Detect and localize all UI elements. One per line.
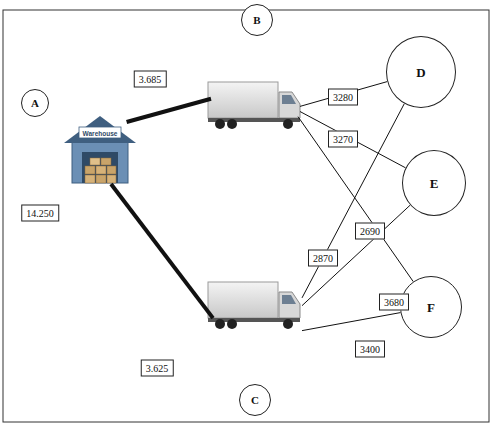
frame xyxy=(3,10,489,422)
node-letter: A xyxy=(31,98,39,109)
truck-icon xyxy=(208,82,300,129)
distance-label: 2870 xyxy=(308,250,338,267)
destination-circle: E xyxy=(402,150,466,216)
route-line xyxy=(298,117,413,282)
node-circle: B xyxy=(241,4,273,36)
delivery-route xyxy=(302,313,401,331)
node-letter: D xyxy=(416,66,425,79)
node-circle: A xyxy=(21,89,49,117)
distance-label: 3270 xyxy=(328,131,358,148)
location-node: A xyxy=(15,86,135,186)
delivery-route xyxy=(302,205,410,306)
supply-route xyxy=(127,99,211,122)
destination-circle: D xyxy=(386,36,456,108)
node-letter: B xyxy=(253,15,260,26)
distance-label: 3.685 xyxy=(134,71,167,88)
route-line xyxy=(127,99,211,122)
node-letter: F xyxy=(427,301,435,314)
delivery-route xyxy=(298,117,413,282)
distance-label: 2690 xyxy=(355,223,385,240)
delivery-route xyxy=(300,82,387,107)
route-line xyxy=(302,104,404,298)
warehouse-icon xyxy=(64,116,136,183)
route-line xyxy=(302,313,401,331)
node-circle: C xyxy=(239,384,271,416)
route-line xyxy=(111,184,213,318)
truck-icon xyxy=(208,282,300,329)
total-label: 14.250 xyxy=(21,205,59,222)
distance-label: 3280 xyxy=(328,89,358,106)
distance-label: 3400 xyxy=(355,341,385,358)
sign-text: Warehouse xyxy=(83,129,118,136)
supply-route xyxy=(111,184,213,318)
location-node: C xyxy=(205,262,305,418)
delivery-route xyxy=(300,112,406,168)
node-letter: E xyxy=(430,177,439,190)
location-node: B xyxy=(205,4,305,132)
route-line xyxy=(302,205,410,306)
route-line xyxy=(300,112,406,168)
node-letter: C xyxy=(251,395,259,406)
delivery-route xyxy=(302,104,404,298)
distance-label: 3.625 xyxy=(141,360,174,377)
destination-circle: F xyxy=(400,276,462,338)
distance-label: 3680 xyxy=(379,294,409,311)
route-line xyxy=(300,82,387,107)
